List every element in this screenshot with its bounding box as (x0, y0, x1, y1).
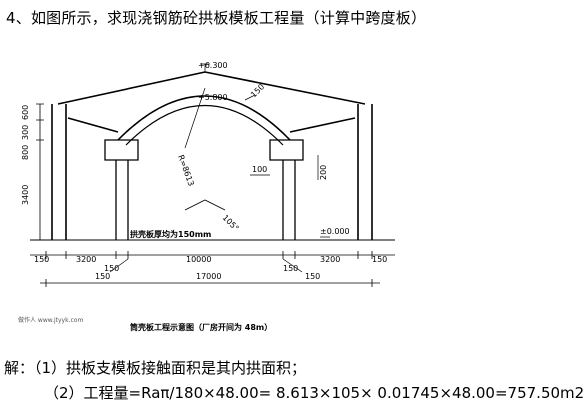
right-outer-column (357, 104, 373, 240)
left-inner-column (115, 160, 129, 240)
dim-10000: 10000 (186, 255, 211, 264)
dim-3400: 3400 (21, 185, 30, 205)
elev-ground-label: ±0.000 (320, 227, 350, 236)
dim-150-b: 150 (95, 272, 110, 281)
roof-right-slope (204, 71, 366, 105)
dim-200: 200 (319, 165, 328, 180)
figure-caption: 筒壳板工程示意图（厂房开间为 48m） (130, 322, 272, 332)
roof-under-right (289, 117, 356, 133)
dim-150-c: 150 (283, 264, 298, 273)
solution-line-1: 解：（1）拱板支模板接触面积是其内拱面积； (4, 359, 307, 377)
left-beam (104, 139, 139, 161)
dim-800: 800 (21, 145, 30, 160)
dim-150-d: 150 (305, 272, 320, 281)
dim-100: 100 (252, 165, 267, 174)
right-inner-column (282, 160, 296, 240)
right-beam (269, 139, 304, 161)
question-text: 4、如图所示，求现浇钢筋砼拱板模板工程量（计算中跨度板） (6, 9, 427, 27)
dim-150-thick: 150 (249, 82, 266, 99)
arch-outer (117, 95, 291, 141)
angle-label: 105° (221, 213, 241, 233)
dim-150-left: 150 (34, 255, 49, 264)
shell-note: 拱壳板厚均为150mm (130, 229, 211, 239)
roof-under-left (67, 117, 119, 133)
arch-inner (125, 105, 284, 146)
roof-left-slope (57, 71, 206, 105)
dim-3200-right: 3200 (320, 255, 340, 264)
shell-roof-diagram: +6.300 +5.800 ±0.000 600 300 800 3400 15… (18, 61, 395, 332)
solution-line-2: （2）工程量=Raπ/180×48.00= 8.613×105× 0.01745… (44, 384, 584, 402)
elev-mid-label: +5.800 (198, 93, 228, 102)
dim-17000: 17000 (196, 272, 221, 281)
dim-3200-left: 3200 (76, 255, 96, 264)
radius-label: R=8613 (176, 154, 196, 188)
elev-top-label: +6.300 (198, 61, 228, 70)
dim-150-right: 150 (372, 255, 387, 264)
dim-300: 300 (21, 125, 30, 140)
dim-150-a: 150 (104, 264, 119, 273)
watermark: 做作人 www.jtyyk.com (18, 316, 83, 324)
left-outer-column (51, 104, 67, 240)
dim-600: 600 (21, 105, 30, 120)
